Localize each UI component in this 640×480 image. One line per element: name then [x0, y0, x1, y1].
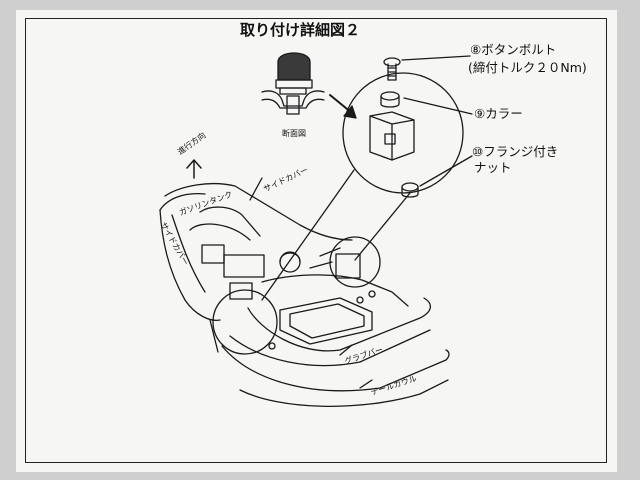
mount-detail-circle	[212, 289, 278, 355]
callout-torque: (締付トルク２０Nm)	[468, 60, 587, 75]
callout-flange-nut: ⑩フランジ付き	[472, 144, 559, 159]
diagram-title: 取り付け詳細図２	[240, 21, 361, 39]
paper	[16, 10, 617, 472]
callout-collar: ⑨カラー	[474, 106, 523, 121]
motorcycle-body	[159, 183, 450, 407]
bracket-part	[369, 111, 415, 161]
callout-nut: ナット	[474, 160, 512, 175]
collar-part	[380, 91, 400, 108]
bolt-part	[383, 57, 401, 81]
cross-section-figure	[261, 52, 325, 115]
diagram-frame	[25, 18, 607, 463]
pointer-arrow	[343, 105, 357, 119]
callout-bolt: ⑧ボタンボルト	[470, 42, 557, 57]
storage-tray	[279, 297, 373, 345]
mount-circle-right	[329, 236, 381, 288]
cross-section-label: 断面図	[282, 129, 306, 138]
flange-nut-part	[401, 182, 419, 198]
direction-arrow	[186, 159, 202, 179]
detail-circle	[342, 72, 464, 194]
